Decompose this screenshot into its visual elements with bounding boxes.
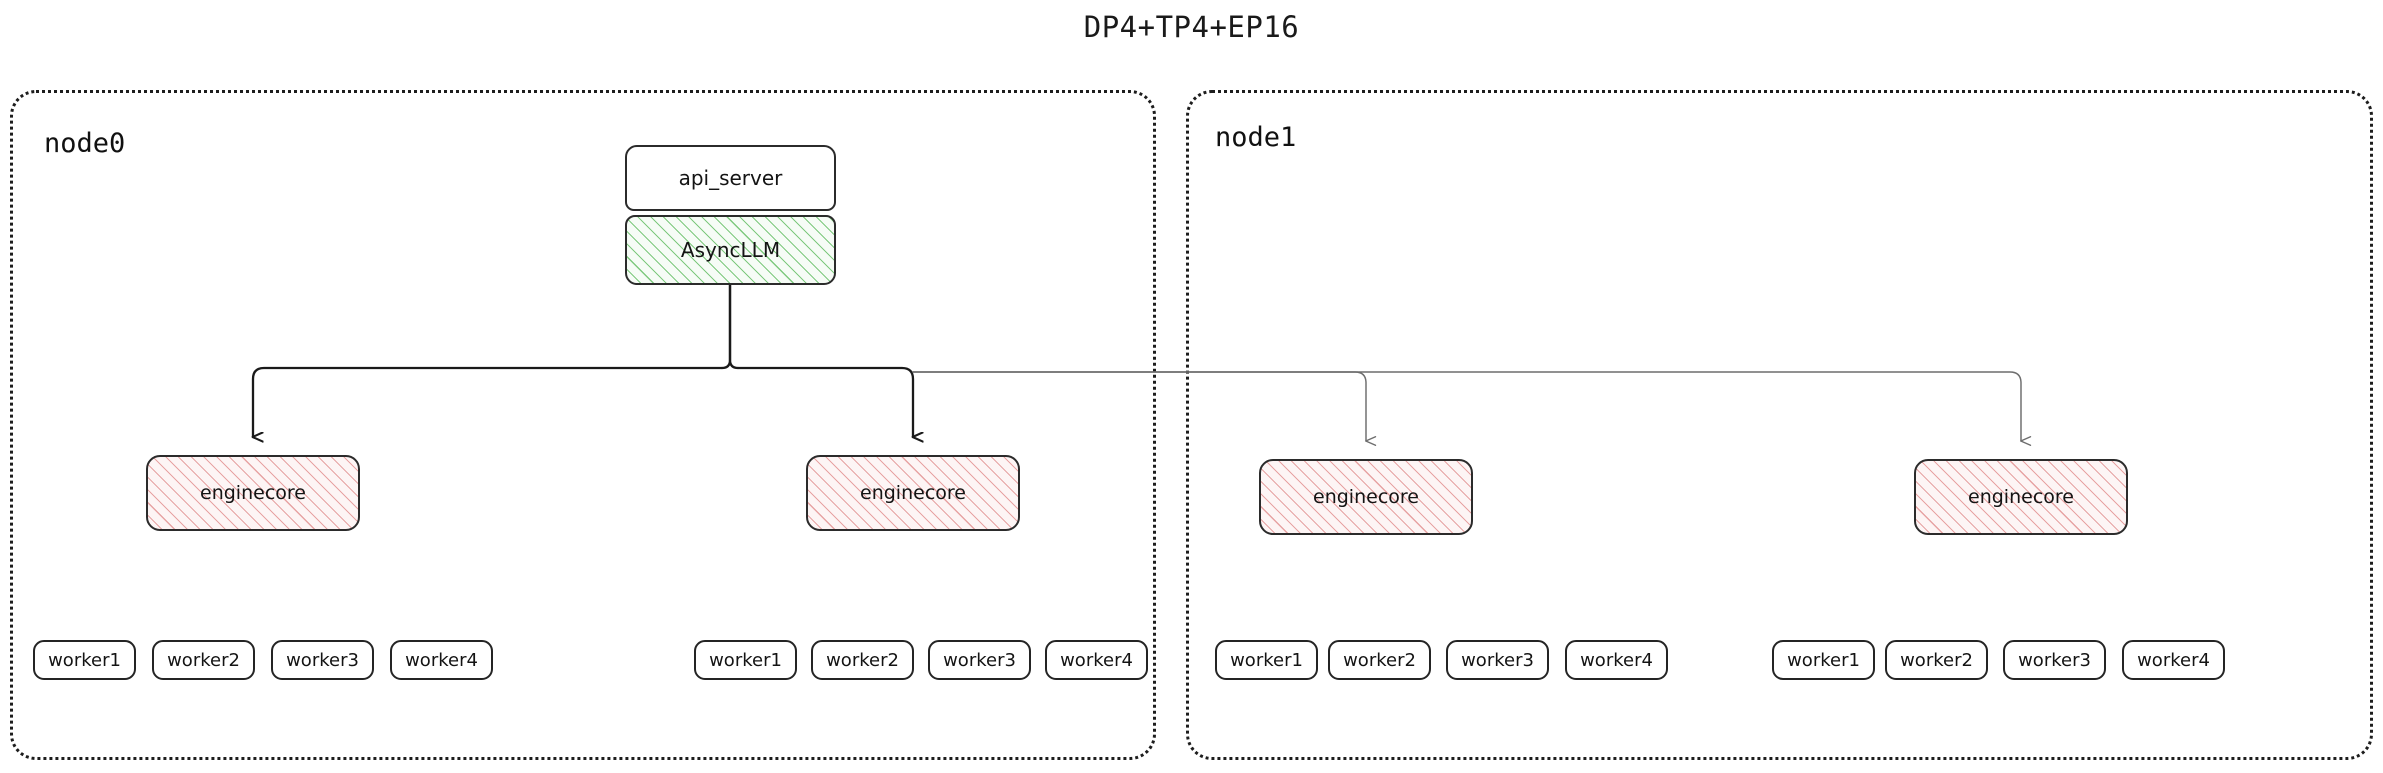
node-label-node0: node0 <box>44 128 126 159</box>
enginecore-box-n0-e1[interactable]: enginecore <box>806 455 1020 531</box>
worker-label: worker3 <box>1461 649 1534 671</box>
worker-box-n1-e1-w4[interactable]: worker4 <box>2122 640 2225 680</box>
worker-box-n0-e1-w2[interactable]: worker2 <box>811 640 914 680</box>
node-label-node1: node1 <box>1215 122 1297 153</box>
worker-box-n1-e0-w3[interactable]: worker3 <box>1446 640 1549 680</box>
worker-label: worker1 <box>1230 649 1303 671</box>
worker-label: worker1 <box>48 649 121 671</box>
worker-box-n1-e0-w1[interactable]: worker1 <box>1215 640 1318 680</box>
worker-label: worker4 <box>1060 649 1133 671</box>
worker-box-n1-e0-w4[interactable]: worker4 <box>1565 640 1668 680</box>
worker-box-n0-e0-w3[interactable]: worker3 <box>271 640 374 680</box>
worker-label: worker3 <box>286 649 359 671</box>
worker-label: worker3 <box>2018 649 2091 671</box>
enginecore-label: enginecore <box>1968 486 2074 508</box>
worker-label: worker1 <box>1787 649 1860 671</box>
worker-label: worker4 <box>405 649 478 671</box>
enginecore-label: enginecore <box>200 482 306 504</box>
worker-label: worker2 <box>167 649 240 671</box>
enginecore-box-n1-e0[interactable]: enginecore <box>1259 459 1473 535</box>
worker-label: worker2 <box>1343 649 1416 671</box>
asyncllm-box[interactable]: AsyncLLM <box>625 215 836 285</box>
worker-box-n1-e1-w2[interactable]: worker2 <box>1885 640 1988 680</box>
api-server-box[interactable]: api_server <box>625 145 836 211</box>
worker-label: worker2 <box>1900 649 1973 671</box>
worker-label: worker4 <box>1580 649 1653 671</box>
worker-label: worker3 <box>943 649 1016 671</box>
worker-box-n0-e1-w3[interactable]: worker3 <box>928 640 1031 680</box>
enginecore-label: enginecore <box>1313 486 1419 508</box>
api-server-label: api_server <box>678 166 783 190</box>
worker-box-n0-e0-w4[interactable]: worker4 <box>390 640 493 680</box>
page-title: DP4+TP4+EP16 <box>1083 10 1300 44</box>
worker-label: worker1 <box>709 649 782 671</box>
worker-box-n1-e1-w3[interactable]: worker3 <box>2003 640 2106 680</box>
worker-box-n0-e1-w1[interactable]: worker1 <box>694 640 797 680</box>
enginecore-box-n1-e1[interactable]: enginecore <box>1914 459 2128 535</box>
worker-box-n1-e0-w2[interactable]: worker2 <box>1328 640 1431 680</box>
enginecore-label: enginecore <box>860 482 966 504</box>
enginecore-box-n0-e0[interactable]: enginecore <box>146 455 360 531</box>
worker-box-n0-e1-w4[interactable]: worker4 <box>1045 640 1148 680</box>
worker-box-n1-e1-w1[interactable]: worker1 <box>1772 640 1875 680</box>
asyncllm-label: AsyncLLM <box>680 238 781 262</box>
worker-label: worker2 <box>826 649 899 671</box>
worker-box-n0-e0-w2[interactable]: worker2 <box>152 640 255 680</box>
worker-label: worker4 <box>2137 649 2210 671</box>
worker-box-n0-e0-w1[interactable]: worker1 <box>33 640 136 680</box>
